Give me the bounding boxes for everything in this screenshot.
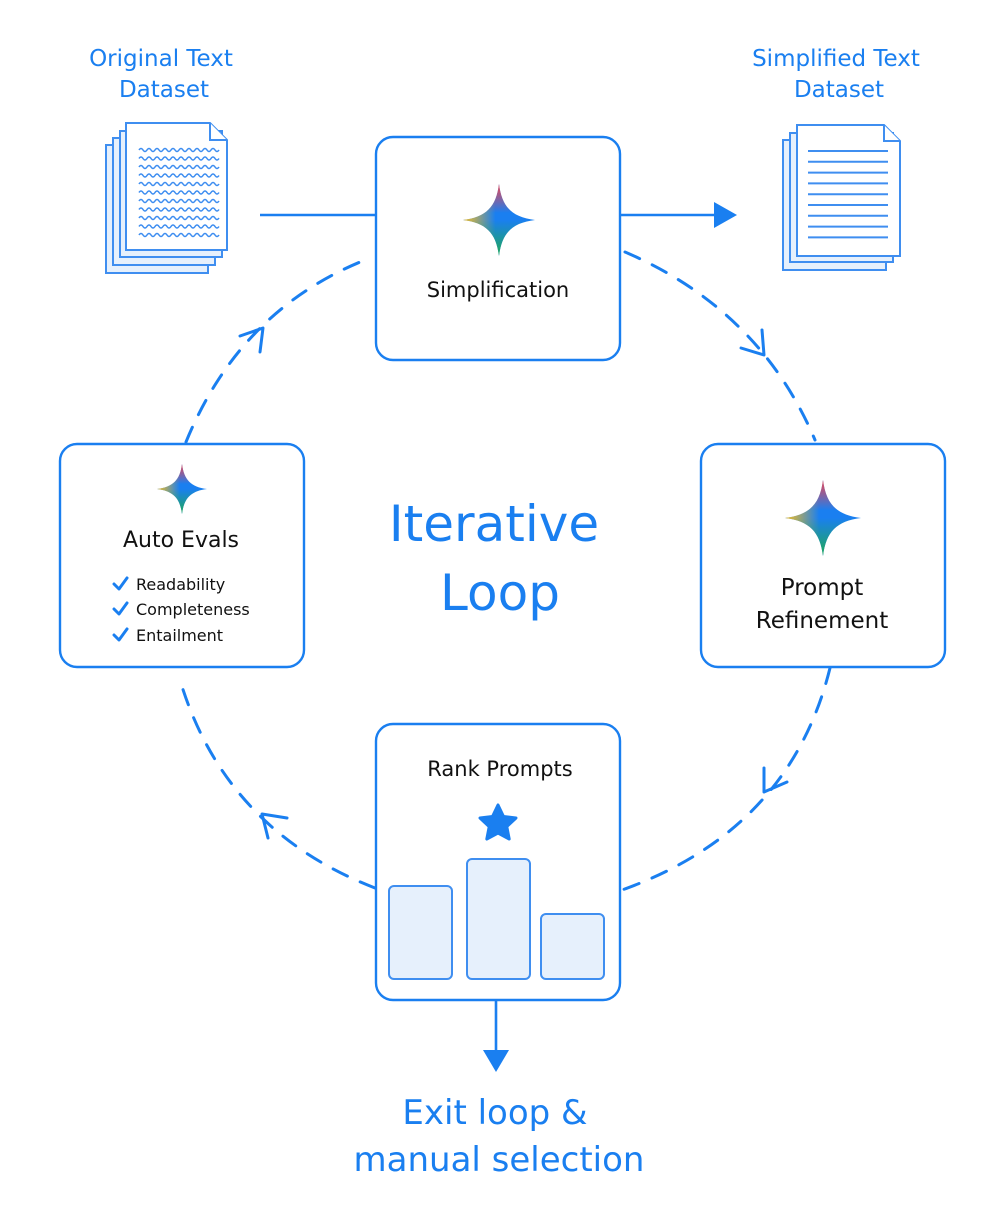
output-arrowhead-icon <box>714 202 737 228</box>
loop-arcs <box>178 250 832 892</box>
eval-check-item: Entailment <box>112 626 223 645</box>
arc-arrow-chevron-icon <box>762 766 789 794</box>
wavy-text-line <box>138 147 220 153</box>
wavy-text-line <box>138 173 220 178</box>
simplification-label: Simplification <box>427 278 570 302</box>
center-title-line2: Loop <box>440 564 560 622</box>
rank-bar-first <box>466 858 531 980</box>
auto-evals-node: Auto Evals Readability Completeness Enta… <box>58 442 306 669</box>
exit-label-line1: Exit loop & <box>402 1093 587 1133</box>
arc-arrow-chevron-icon <box>739 328 766 357</box>
lined-document-stack-icon <box>782 124 901 271</box>
prompt-refinement-label-line2: Refinement <box>756 608 888 634</box>
original-dataset-title-line1: Original Text <box>89 46 233 72</box>
wavy-text-line <box>138 215 220 221</box>
checkmark-icon <box>112 627 129 642</box>
rank-bar-second <box>388 885 453 980</box>
simplified-dataset: Simplified Text Dataset <box>752 46 920 271</box>
arc-refinement-to-rank <box>620 666 832 892</box>
checkmark-icon <box>112 576 129 591</box>
eval-check-label: Completeness <box>136 600 250 619</box>
exit-label-line2: manual selection <box>354 1140 645 1180</box>
eval-check-item: Completeness <box>112 600 250 619</box>
simplified-dataset-title-line2: Dataset <box>794 77 884 103</box>
arc-simplification-to-refinement <box>623 250 817 442</box>
simplified-dataset-title-line1: Simplified Text <box>752 46 920 72</box>
wavy-text-line <box>138 190 220 195</box>
wavy-text-line <box>138 156 220 161</box>
auto-evals-label: Auto Evals <box>123 528 239 553</box>
prompt-refinement-node: Prompt Refinement <box>699 442 947 669</box>
arc-arrow-chevron-icon <box>260 812 289 840</box>
arc-autoevals-to-simplification <box>184 258 367 444</box>
rank-bar-third <box>540 913 605 980</box>
rank-prompts-node: Rank Prompts <box>374 722 622 1002</box>
eval-check-label: Entailment <box>136 626 223 645</box>
wavy-text-line <box>138 224 220 229</box>
wavy-text-line <box>138 181 220 187</box>
exit-arrowhead-icon <box>483 1050 509 1072</box>
checkmark-icon <box>112 601 129 616</box>
arc-rank-to-autoevals <box>178 678 377 890</box>
original-dataset-title-line2: Dataset <box>119 77 209 103</box>
wavy-text-line <box>138 164 220 170</box>
original-dataset: Original Text Dataset <box>89 46 233 274</box>
simplification-node: Simplification <box>374 135 622 362</box>
wavy-text-line <box>138 198 220 204</box>
eval-check-item: Readability <box>112 575 225 594</box>
center-title-line1: Iterative <box>389 495 599 553</box>
rank-prompts-label: Rank Prompts <box>427 757 572 781</box>
arc-arrow-chevron-icon <box>238 326 265 354</box>
star-icon <box>478 803 518 841</box>
wavy-text-line <box>138 232 220 238</box>
eval-check-label: Readability <box>136 575 225 594</box>
prompt-refinement-label-line1: Prompt <box>781 575 864 601</box>
wavy-text-document-stack-icon <box>105 122 228 274</box>
wavy-text-line <box>138 207 220 212</box>
